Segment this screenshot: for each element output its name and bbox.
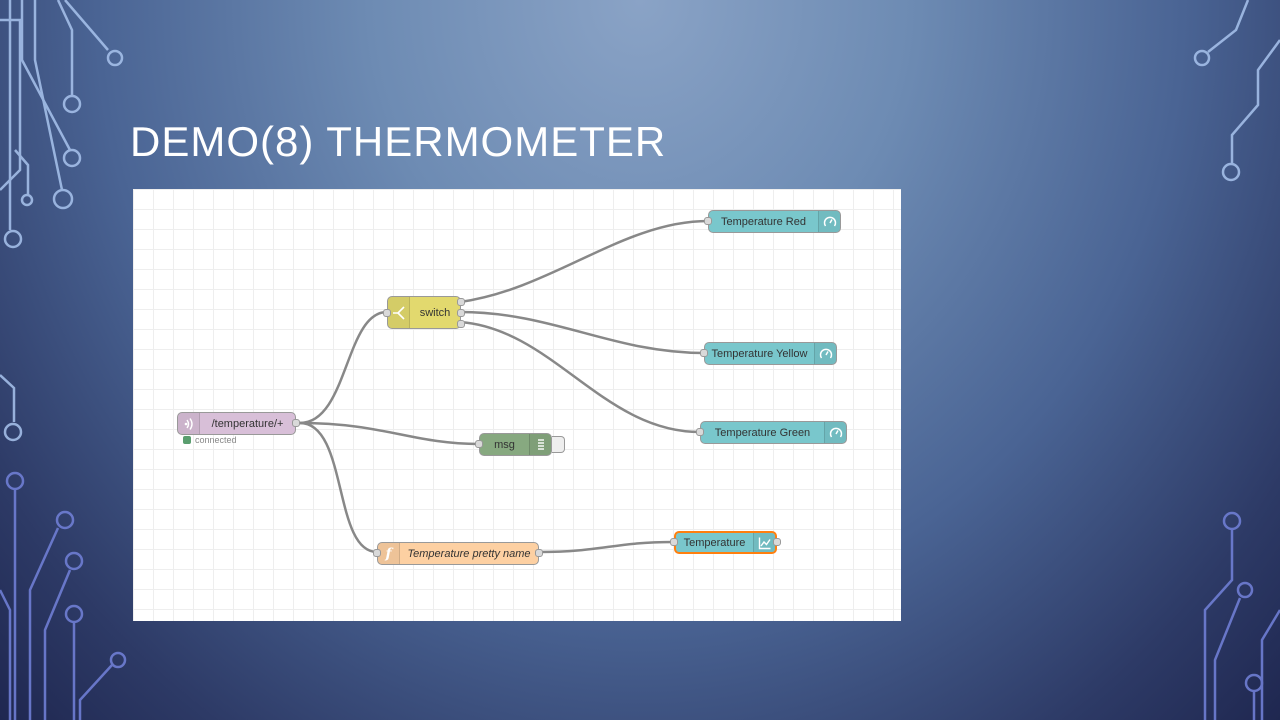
debug-toggle-button[interactable] (552, 436, 565, 453)
wire-switch-to-red (459, 219, 709, 304)
debug-list-icon (529, 434, 551, 455)
mqtt-in-node[interactable]: /temperature/+ (177, 412, 300, 435)
wire-mqtt-to-debug (299, 421, 480, 446)
gauge-yellow-label: Temperature Yellow (711, 347, 808, 360)
flow-wires (299, 219, 709, 554)
debug-input-port[interactable] (475, 440, 483, 448)
gauge-green-input-port[interactable] (696, 428, 704, 436)
gauge-icon (814, 343, 836, 364)
node-red-flow-canvas[interactable]: /temperature/+ connected switch Temperat… (133, 189, 901, 621)
function-input-port[interactable] (373, 549, 381, 557)
gauge-red-input-port[interactable] (704, 217, 712, 225)
wire-switch-to-yellow (459, 310, 705, 355)
wire-mqtt-to-switch (299, 310, 388, 425)
gauge-red-label: Temperature Red (721, 215, 806, 228)
function-output-port[interactable] (535, 549, 543, 557)
slide-title: DEMO(8) THERMOMETER (130, 118, 667, 165)
mqtt-status: connected (183, 435, 237, 445)
switch-node[interactable]: switch (383, 296, 465, 329)
mqtt-in-output-port[interactable] (292, 419, 300, 427)
status-connected-dot (183, 436, 191, 444)
function-node[interactable]: f Temperature pretty name (373, 542, 543, 565)
function-label: Temperature pretty name (407, 547, 531, 560)
mqtt-status-text: connected (195, 435, 237, 445)
gauge-yellow-node[interactable]: Temperature Yellow (700, 342, 837, 365)
gauge-red-node[interactable]: Temperature Red (704, 210, 841, 233)
gauge-icon (818, 211, 840, 232)
switch-output-port-2[interactable] (457, 309, 465, 317)
switch-input-port[interactable] (383, 309, 391, 317)
chart-node[interactable]: Temperature (670, 531, 781, 554)
function-f-icon: f (378, 543, 400, 564)
mqtt-in-label: /temperature/+ (211, 417, 284, 430)
chart-input-port[interactable] (670, 538, 678, 546)
switch-label: switch (419, 306, 451, 319)
wire-function-to-chart (538, 540, 675, 554)
debug-node[interactable]: msg (475, 433, 552, 456)
gauge-green-label: Temperature Green (714, 426, 811, 439)
chart-label: Temperature (683, 536, 746, 549)
chart-line-icon (753, 533, 775, 552)
mqtt-wireless-icon (178, 413, 200, 434)
switch-output-port-1[interactable] (457, 298, 465, 306)
debug-label: msg (494, 438, 515, 451)
gauge-yellow-input-port[interactable] (700, 349, 708, 357)
gauge-green-node[interactable]: Temperature Green (696, 421, 847, 444)
wire-switch-to-green (459, 320, 701, 434)
gauge-icon (824, 422, 846, 443)
switch-fork-icon (388, 297, 410, 328)
switch-output-port-3[interactable] (457, 320, 465, 328)
wire-mqtt-to-function (299, 421, 378, 554)
chart-output-port[interactable] (773, 538, 781, 546)
